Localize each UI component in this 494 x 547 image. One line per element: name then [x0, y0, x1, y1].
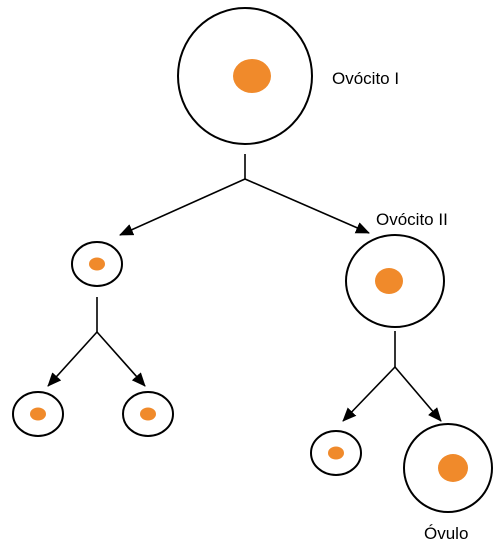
- first-polar-body-nucleus: [89, 257, 105, 271]
- polar-body-bottom-left-nucleus: [30, 407, 46, 421]
- polar-body-bottom-middle-nucleus: [140, 407, 156, 421]
- secondary-oocyte-label: Ovócito II: [376, 210, 448, 229]
- second-polar-body: [310, 430, 362, 476]
- first-polar-body: [71, 241, 123, 287]
- secondary-oocyte-nucleus: [375, 268, 403, 294]
- primary-oocyte-cell: [177, 7, 313, 145]
- arrow-to-secondary-oocyte: [244, 178, 370, 234]
- arrow-to-second-polar-body: [342, 366, 396, 422]
- polar-body-bottom-middle: [122, 391, 174, 437]
- secondary-oocyte-cell: [345, 234, 445, 328]
- arrow-to-polar-body-right: [96, 331, 146, 387]
- primary-oocyte-label: Ovócito I: [332, 69, 400, 88]
- ovum-label: Óvulo: [424, 524, 469, 543]
- arrow-to-polar-body-left: [47, 331, 98, 387]
- arrow-to-ovum: [394, 366, 442, 422]
- ovum-cell: [403, 423, 493, 513]
- ovum-nucleus: [438, 454, 468, 482]
- primary-oocyte-nucleus: [233, 59, 271, 93]
- second-polar-body-nucleus: [328, 446, 344, 460]
- polar-body-bottom-left: [12, 391, 64, 437]
- arrow-to-first-polar-body: [119, 178, 246, 236]
